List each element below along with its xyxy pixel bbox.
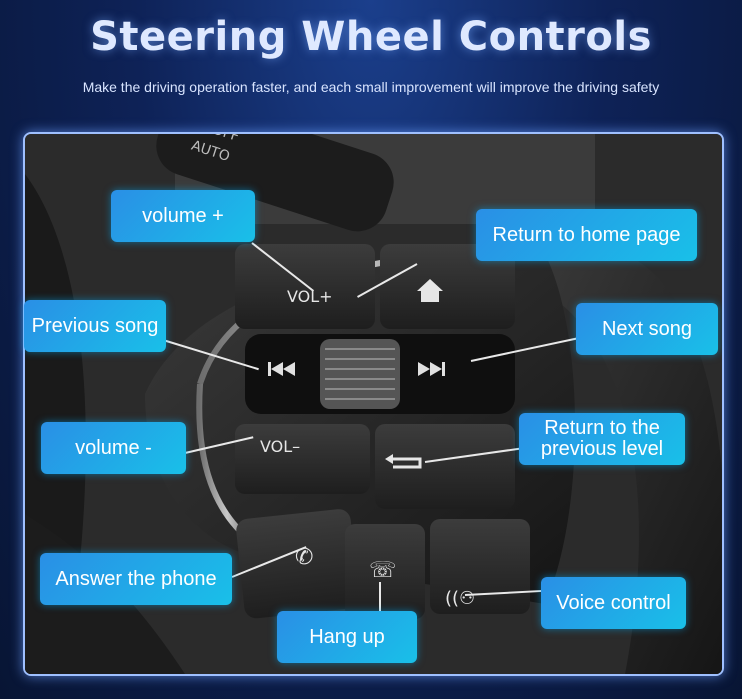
leader-hangup	[379, 582, 381, 612]
vol-plus-label: VOL+	[287, 287, 333, 306]
answer-button[interactable]	[235, 508, 360, 619]
callout-volume-down: volume -	[41, 422, 186, 474]
phone-hangup-icon: ☏	[369, 558, 397, 583]
back-button[interactable]	[375, 424, 515, 509]
callout-answer-phone: Answer the phone	[40, 553, 232, 605]
hangup-button[interactable]	[345, 524, 425, 619]
scroll-wheel[interactable]	[320, 339, 400, 409]
prev-track-icon	[268, 362, 295, 376]
home-icon	[417, 279, 443, 302]
callout-home: Return to home page	[476, 209, 697, 261]
voice-icon: ((⚇	[445, 588, 475, 609]
return-icon	[385, 454, 422, 469]
next-track-icon	[418, 362, 445, 376]
callout-voice-control: Voice control	[541, 577, 686, 629]
callout-next-song: Next song	[576, 303, 718, 355]
vol-minus-button[interactable]	[235, 424, 370, 494]
callout-hang-up: Hang up	[277, 611, 417, 663]
page-subtitle: Make the driving operation faster, and e…	[82, 79, 660, 95]
vol-plus-button[interactable]	[235, 244, 375, 329]
wiper-stalk: OFF AUTO	[156, 134, 394, 232]
phone-answer-icon: ✆	[295, 545, 313, 570]
callout-previous-song: Previous song	[24, 300, 166, 352]
scroll-wheel-ridges	[325, 348, 395, 400]
stalk-off-text: OFF	[210, 134, 241, 145]
page-title: Steering Wheel Controls	[90, 14, 652, 60]
callout-back: Return to the previous level	[519, 413, 685, 465]
vol-minus-label: VOL–	[260, 437, 300, 456]
callout-volume-up: volume +	[111, 190, 255, 242]
voice-button[interactable]	[430, 519, 530, 614]
